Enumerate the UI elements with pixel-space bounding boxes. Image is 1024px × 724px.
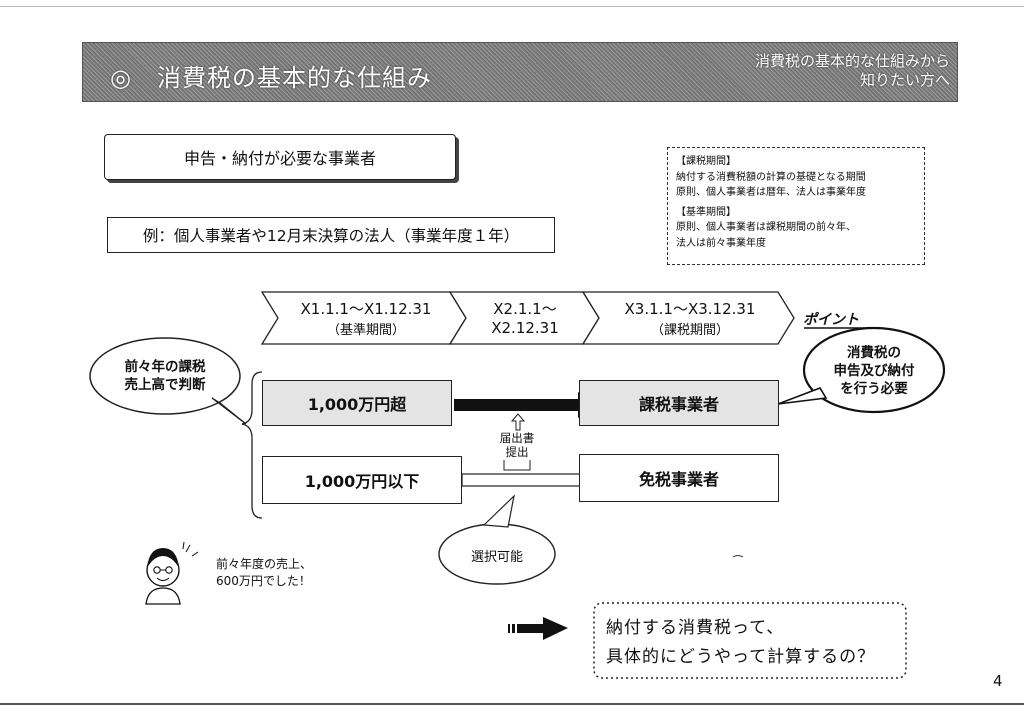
question-line2: 具体的にどうやって計算するの？ [606,647,876,667]
person-speech: 前々年度の売上、 600万円でした！ [216,556,312,590]
right-bubble-text: 消費税の 申告及び納付 を行う必要 [808,344,940,398]
left-bubble-line1: 前々年の課税 [124,359,206,375]
period-3-label: （課税期間） [650,323,729,338]
header-banner [82,42,958,102]
header-subtitle-line2: 知りたい方へ [859,71,950,89]
notification-bracket [503,460,531,471]
bottom-rule [0,703,1024,705]
page-number: 4 [993,672,1003,690]
definition-note: 【課税期間】 納付する消費税額の計算の基礎となる期間 原則、個人事業者は暦年、法… [667,147,925,265]
taxable-arrow-shaft [454,399,578,411]
notification-line2: 提出 [505,445,529,459]
stray-mark [732,555,744,558]
person-speech-line1: 前々年度の売上、 [216,557,313,571]
right-bubble-line3: を行う必要 [840,381,908,397]
period-2-dates: X2.1.1〜 [493,300,557,318]
example-box: 例：個人事業者や12月末決算の法人（事業年度１年） [107,217,555,253]
question-box-border [593,602,907,679]
header-subtitle: 消費税の基本的な仕組みから 知りたい方へ [700,52,950,90]
choice-bubble-tail [482,494,515,528]
top-rule [0,6,1024,7]
exempt-arrow-shaft [461,473,581,487]
period-1-dates: X1.1.1〜X1.12.31 [300,300,432,318]
note-heading-tax-period: 【課税期間】 [676,156,736,167]
person-avatar-icon [145,541,199,605]
choice-bubble-text: 選択可能 [470,550,523,565]
period-2: X2.1.1〜 X2.12.31 [466,298,584,337]
question-line1: 納付する消費税って、 [606,618,785,638]
right-bubble-line2: 申告及び納付 [833,363,915,379]
under-threshold-box: 1,000万円以下 [262,456,462,504]
notification-label: 届出書 提出 [494,431,540,459]
note-line: 納付する消費税額の計算の基礎となる期間 [676,171,866,183]
left-bubble-line2: 売上高で判断 [124,377,206,393]
taxable-business-box: 課税事業者 [579,380,779,426]
requirement-box: 申告・納付が必要な事業者 [104,134,456,180]
notification-line1: 届出書 [499,431,535,445]
point-label: ポイント [803,312,859,328]
over-threshold-box: 1,000万円超 [262,380,452,426]
question-text: 納付する消費税って、 具体的にどうやって計算するの？ [606,614,875,672]
right-bubble-line1: 消費税の [847,345,901,361]
period-3-dates: X3.1.1〜X3.12.31 [624,300,756,318]
person-speech-line2: 600万円でした！ [216,574,311,588]
right-bubble-tail [777,387,828,405]
period-3: X3.1.1〜X3.12.31 （課税期間） [600,298,780,338]
period-1: X1.1.1〜X1.12.31 （基準期間） [280,298,452,338]
exempt-business-box: 免税事業者 [579,454,779,502]
header-subtitle-line1: 消費税の基本的な仕組みから [754,52,950,70]
question-arrow-icon [508,617,568,640]
left-speech-bubble [89,337,241,415]
note-line: 原則、個人事業者は暦年、法人は事業年度 [676,187,866,198]
period-1-label: （基準期間） [326,323,405,338]
note-line: 原則、個人事業者は課税期間の前々年、 [676,222,856,233]
page-title: ◎ 消費税の基本的な仕組み [110,64,432,92]
left-bubble-tail [211,397,247,425]
notification-up-arrow [510,413,526,431]
note-line: 法人は前々事業年度 [676,237,766,249]
period-2-end: X2.12.31 [491,319,559,337]
period-chevron-3 [581,291,795,345]
note-heading-base-period: 【基準期間】 [676,206,736,218]
left-bubble-text: 前々年の課税 売上高で判断 [98,358,232,394]
bracket-brace [241,371,263,519]
